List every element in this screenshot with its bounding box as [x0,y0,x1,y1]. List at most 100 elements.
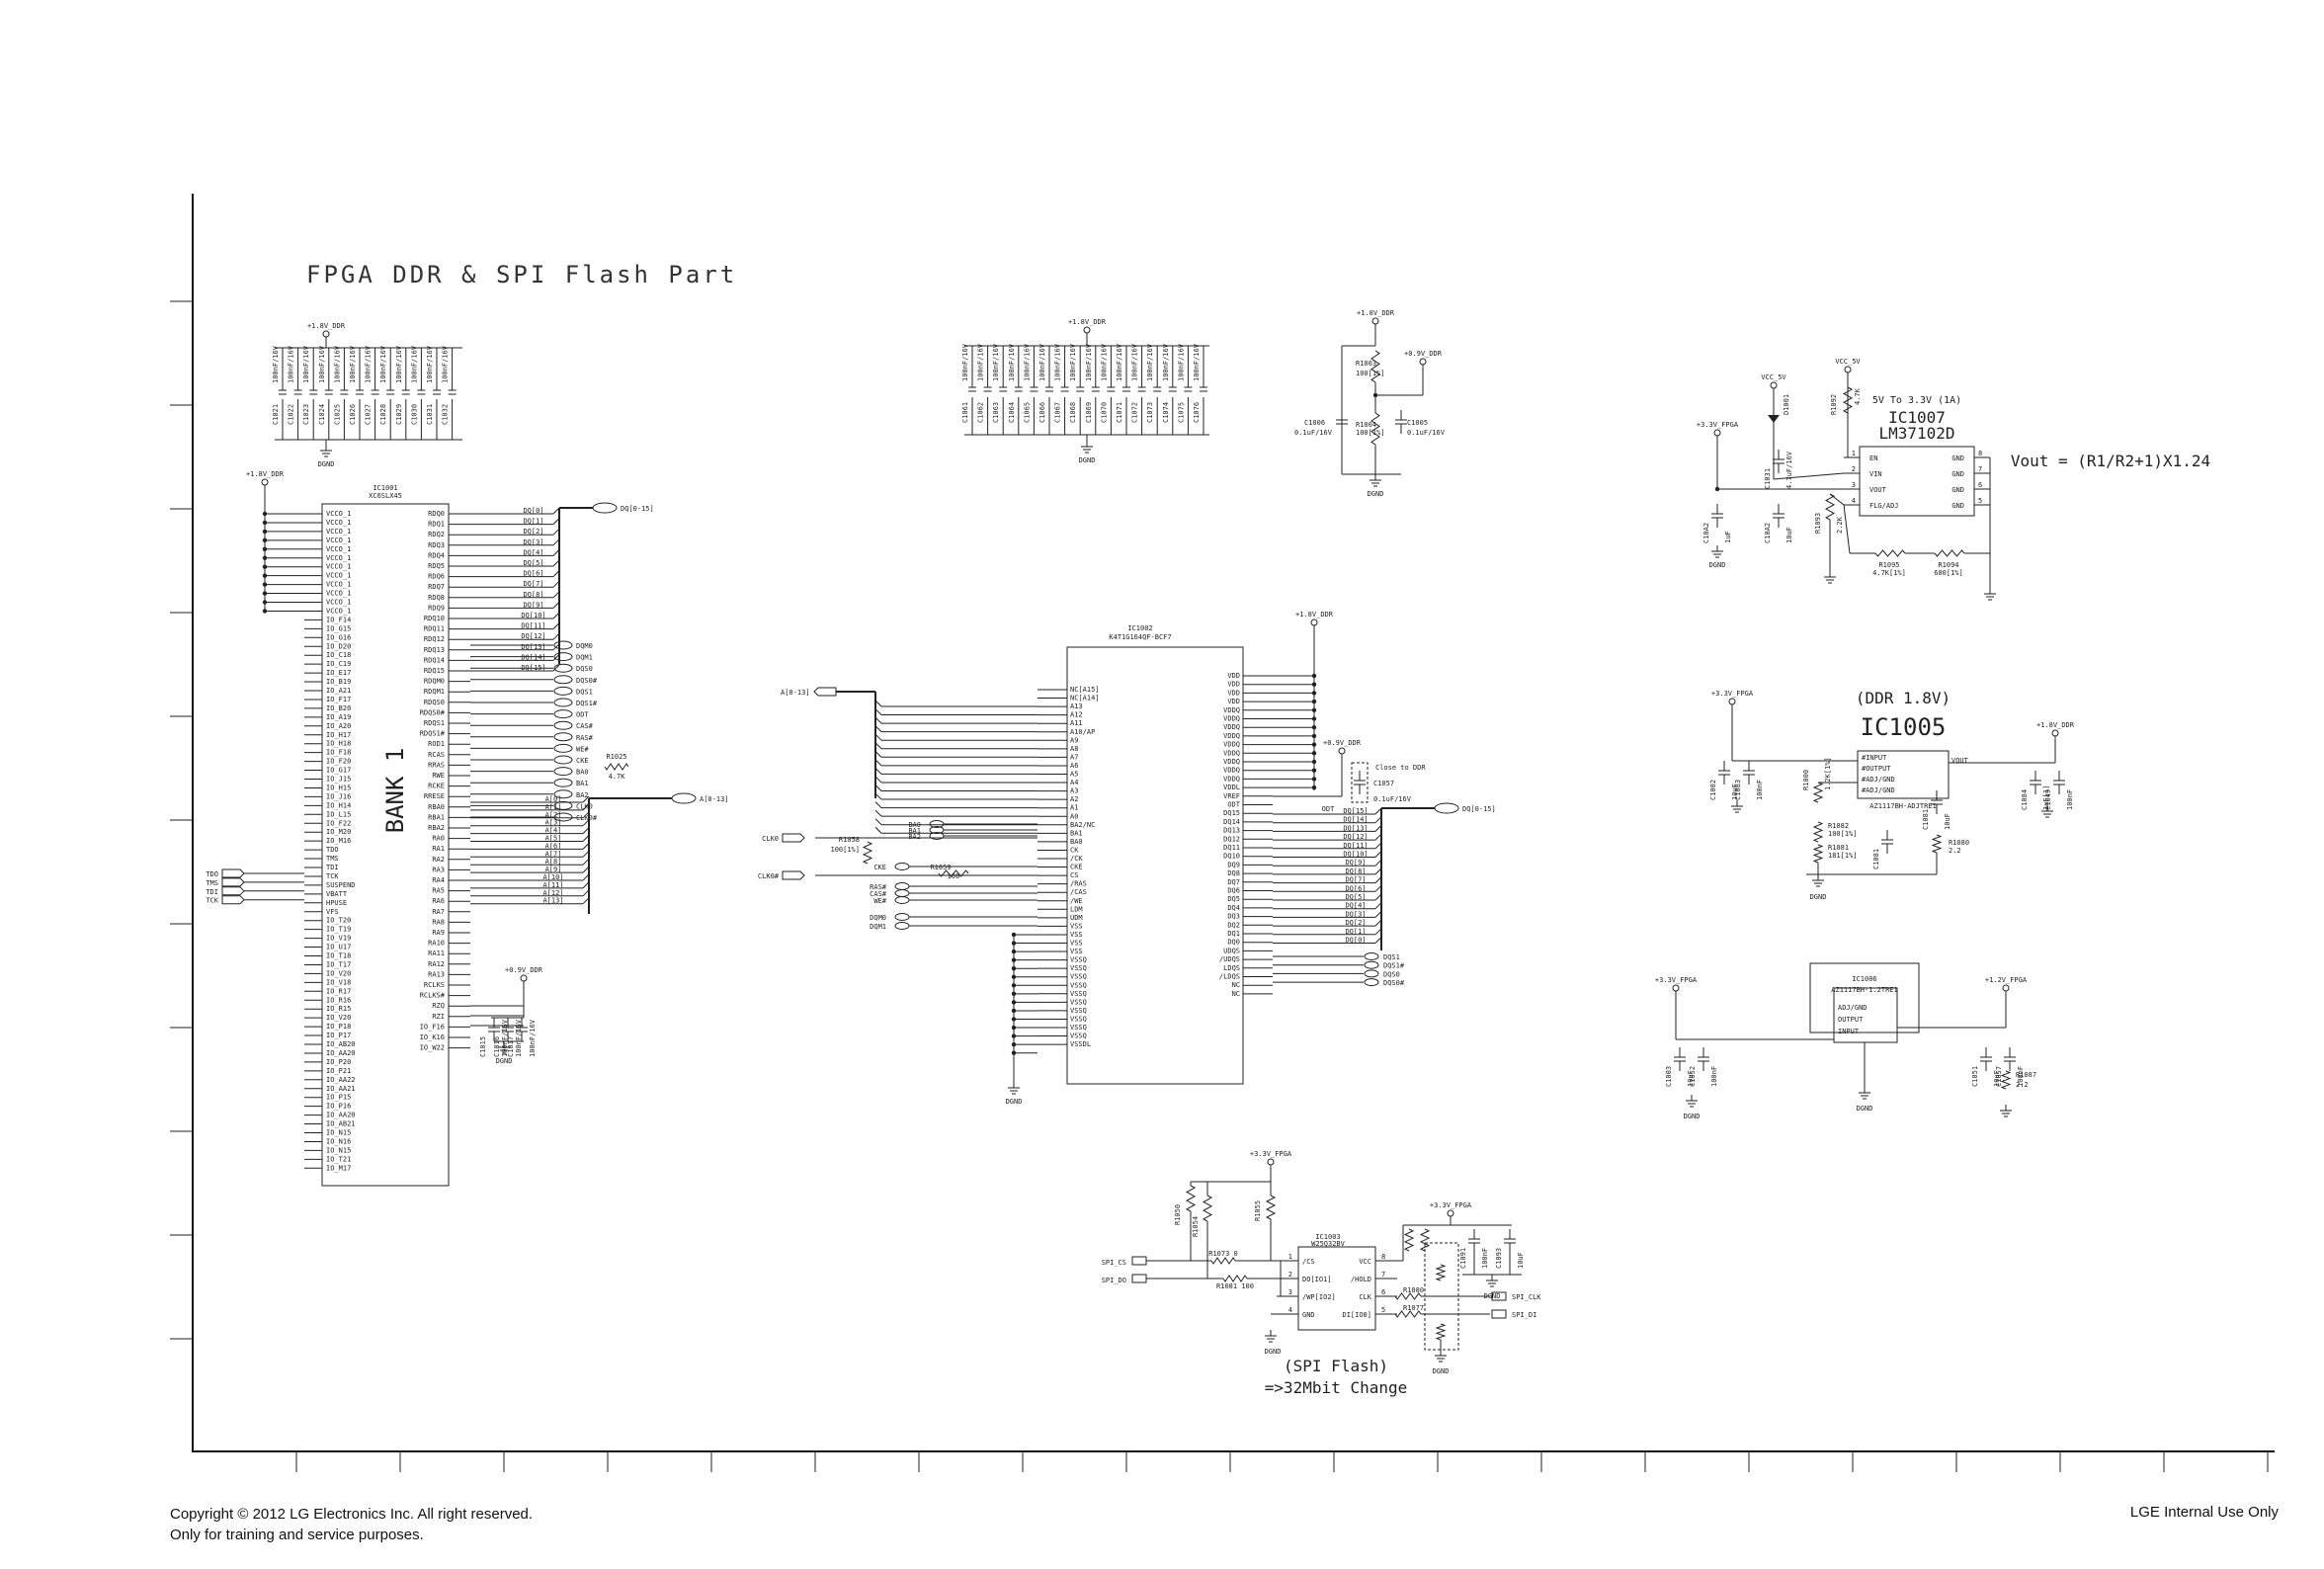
ctrl-net-label: CAS# [870,890,887,898]
cap-value: 100nF/16V [426,345,434,383]
cap-value: 100nF/16V [1069,343,1077,381]
res-ref: R1082 [1828,822,1849,830]
ctrl-net-label: CAS# [576,722,594,730]
dq-net-label: DQ[2] [1345,919,1366,927]
fpga-pin-name: RDQ15 [424,667,445,675]
ctrl-net-label: WE# [576,745,589,753]
res-value: 100[1%] [1356,370,1385,377]
ddr-pin-name: /WE [1070,897,1083,905]
addr-net-label: A[5] [545,835,562,843]
fpga-pin-name: VCCO_1 [326,510,351,518]
fpga-pin-name: IO_P17 [326,1032,351,1039]
junction-dot [1011,983,1017,988]
ctrl-net-label: DQS1 [1383,953,1400,961]
vout-formula: Vout = (R1/R2+1)X1.24 [2011,452,2210,470]
fpga-pin-name: SUSPEND [326,881,356,889]
cap-ref: C1028 [379,404,387,425]
rzq-res-ref: R1025 [606,753,626,761]
bus-entry [874,708,882,715]
cap-ref: C1063 [992,402,1000,423]
fpga-pin-name: IO_AA20 [326,1049,356,1057]
ic-pin-name: GND [1951,470,1964,478]
fpga-pin-name: IO_L15 [326,810,351,818]
net-port [221,886,245,896]
res-value: 4.7K [1854,387,1862,405]
ic-pin-name: VOUT [1951,757,1969,765]
fb-wire [1843,504,1851,554]
fpga-pin-name: RDQ13 [424,646,445,654]
power-net-label: +1.8V_DDR [246,470,285,478]
ic-pin-num: 4 [1852,497,1856,505]
fpga-pin-name: HPUSE [326,899,347,907]
ddr-pin-name: VREF [1223,792,1240,800]
ddr-pin-name: VSSQ [1070,1024,1087,1032]
reg-ref: IC1005 [1861,713,1947,741]
cap-value: 100nF/16V [992,343,1000,381]
ic-pin-name: INPUT [1838,1028,1860,1035]
spi-net-label: SPI_DO [1102,1277,1126,1284]
cap-ref: C1072 [1131,402,1139,423]
res-ref: R1077 [1403,1304,1424,1312]
res-ref: R1004 [1356,421,1376,429]
fpga-pin-name: RA2 [432,856,445,864]
ddr-pin-name: VDDL [1223,784,1240,791]
junction-dot [1714,486,1720,492]
junction-dot [1011,966,1017,971]
cap-value: 100nF/16V [410,345,418,383]
spi-net-label: SPI_DI [1512,1311,1536,1319]
ic-pin-num: 3 [1288,1288,1292,1296]
net-connector [553,812,573,822]
bus-entry [874,716,882,724]
cap-ref: C1066 [1038,402,1046,423]
diode-d1001 [1768,415,1780,423]
fpga-pin-name: VCCO_1 [326,563,351,571]
cap-ref: C1021 [272,404,280,425]
cap-value: 100nF/16V [1162,343,1170,381]
net-port-label: TDO [206,870,218,878]
ddr-pin-name: A9 [1070,736,1078,744]
junction-dot [1011,949,1017,954]
fpga-pin-name: RBA2 [428,824,445,832]
bus-entry [874,733,882,741]
resistor [1210,1257,1236,1265]
ddr-pin-name: DQ4 [1227,904,1240,912]
cap-value: 10uF [1731,784,1739,800]
ctrl-net-label: DQM0 [870,914,886,922]
junction-dot [1372,392,1378,398]
fpga-pin-name: IO_G15 [326,624,351,632]
ctrl-net-label: BA1 [908,827,921,835]
ic1006-outline [1809,962,1920,1033]
cap-value: 100nF/16V [1008,343,1016,381]
cap-ref: C1052 [1689,1066,1697,1087]
ic-pin-name: GND [1302,1311,1315,1319]
fpga-pin-name: IO_C18 [326,651,351,659]
ic-pin-num: 4 [1288,1306,1292,1314]
spi-net-label: SPI_CLK [1512,1293,1541,1301]
ddr-pin-name: DQ1 [1227,930,1240,938]
net-port-label: TDI [206,888,218,896]
ic-pin-name: /CS [1302,1258,1315,1266]
off-sheet-connector [671,792,697,804]
resistor [1185,1185,1197,1212]
fpga-pin-name: RZQ [432,1002,445,1010]
ddr-pin-name: VSSQ [1070,973,1087,981]
cap-ref: C1073 [1146,402,1154,423]
cap-ref: C1026 [349,404,357,425]
ic1006-body [1833,987,1898,1043]
fpga-pin-name: RDQ10 [424,615,445,622]
ctrl-net-label: DQS1# [1383,962,1405,970]
fpga-pin-name: RDQ11 [424,625,445,633]
dq-net-label: DQ[13] [1343,824,1368,832]
res-value: 680[1%] [1934,569,1963,577]
fpga-pin-name: IO_F18 [326,749,351,757]
ddr-pin-name: VDDQ [1223,706,1240,714]
fpga-pin-name: IO_G17 [326,767,351,775]
fpga-bank-label: BANK 1 [381,748,409,834]
ic-pin-num: 5 [1978,497,1982,505]
fpga-pin-name: RDQM1 [424,688,445,696]
fpga-pin-name: RRESE [424,792,445,800]
cap-ref: C1076 [1193,402,1201,423]
power-net-label: +3.3V_FPGA [1250,1150,1292,1158]
ctrl-net-label: RAS# [576,734,594,742]
fpga-pin-name: VCCO_1 [326,528,351,536]
